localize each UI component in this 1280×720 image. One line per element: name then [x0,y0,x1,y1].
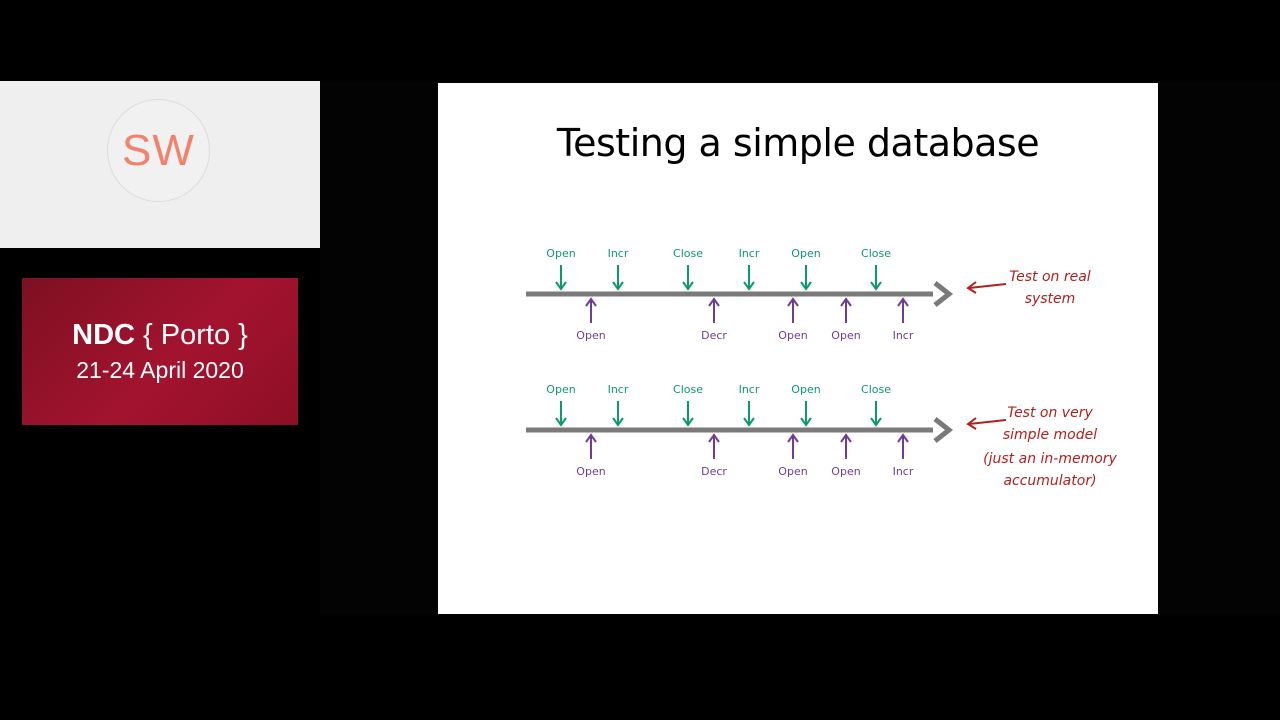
bottom-op-label: Open [778,465,807,478]
bottom-op-label: Open [576,329,605,342]
up-arrowhead-icon [897,297,909,307]
down-arrowhead-icon [682,281,694,291]
event-name: NDC { Porto } [22,318,298,352]
annotation-note-line: Test on real [1009,269,1091,285]
top-op-label: Incr [739,247,760,260]
top-op-label: Close [673,247,703,260]
speaker-avatar: SW [107,99,210,202]
top-op-label: Open [546,383,575,396]
annotation-note-line: simple model [1003,427,1097,443]
up-arrowhead-icon [787,297,799,307]
arrowhead-icon [933,417,954,443]
annotation-arrowhead-icon [966,281,977,294]
down-arrowhead-icon [612,281,624,291]
up-arrowhead-icon [840,297,852,307]
annotation-note-line: accumulator) [1003,473,1096,489]
annotation-note-line: system [1025,291,1076,307]
down-arrowhead-icon [612,417,624,427]
annotation-arrowhead-icon [966,417,977,430]
up-arrowhead-icon [840,433,852,443]
bottom-op-label: Open [778,329,807,342]
bottom-op-label: Open [576,465,605,478]
up-arrowhead-icon [585,433,597,443]
top-op-label: Close [861,247,891,260]
annotation-arrow-icon [968,283,1007,289]
up-arrowhead-icon [708,433,720,443]
down-arrowhead-icon [870,417,882,427]
top-op-label: Open [791,383,820,396]
down-arrowhead-icon [743,417,755,427]
slide-title: Testing a simple database [556,121,1040,165]
up-arrowhead-icon [708,297,720,307]
top-op-label: Close [861,383,891,396]
top-op-label: Open [791,247,820,260]
top-op-label: Close [673,383,703,396]
down-arrowhead-icon [870,281,882,291]
bottom-op-label: Incr [893,465,914,478]
bottom-op-label: Open [831,465,860,478]
top-op-label: Incr [608,383,629,396]
down-arrowhead-icon [800,281,812,291]
annotation-note-line: (just an in-memory [983,451,1117,467]
event-brand: NDC [72,319,135,351]
up-arrowhead-icon [787,433,799,443]
speaker-tile: SW [0,81,320,248]
event-location: { Porto } [134,319,248,351]
annotation-note-line: Test on very [1007,405,1093,421]
event-dates: 21-24 April 2020 [76,357,244,383]
down-arrowhead-icon [743,281,755,291]
down-arrowhead-icon [555,417,567,427]
bottom-op-label: Decr [701,329,727,342]
bottom-op-label: Decr [701,465,727,478]
up-arrowhead-icon [897,433,909,443]
bottom-op-label: Open [831,329,860,342]
down-arrowhead-icon [800,417,812,427]
arrowhead-icon [933,281,954,307]
event-banner: NDC { Porto } 21-24 April 2020 [22,278,298,425]
top-op-label: Open [546,247,575,260]
up-arrowhead-icon [585,297,597,307]
down-arrowhead-icon [555,281,567,291]
down-arrowhead-icon [682,417,694,427]
bottom-op-label: Incr [893,329,914,342]
top-op-label: Incr [608,247,629,260]
top-op-label: Incr [739,383,760,396]
annotation-arrow-icon [968,419,1007,425]
